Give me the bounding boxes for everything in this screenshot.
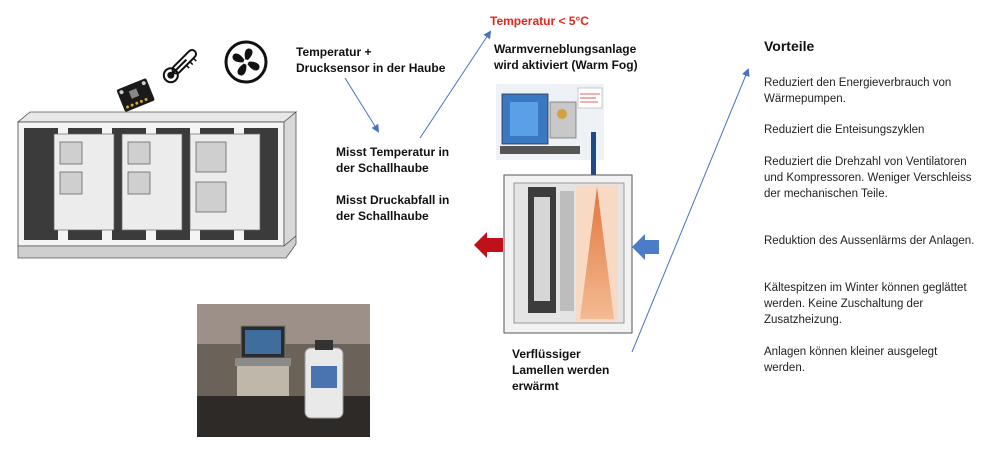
lab-setup-photo bbox=[197, 304, 370, 437]
threshold-label: Temperatur < 5°C bbox=[490, 14, 589, 28]
sensor-chip-icon bbox=[116, 78, 155, 112]
advantage-item: Reduziert den Energieverbrauch von Wärme… bbox=[764, 77, 952, 105]
enclosure-cross-section-image bbox=[503, 174, 633, 334]
advantage-item: Reduziert die Drehzahl von Ventilatoren … bbox=[764, 156, 972, 200]
fan-icon bbox=[224, 40, 268, 84]
sensor-label: Temperatur + Drucksensor in der Haube bbox=[296, 45, 446, 75]
condenser-label: Verflüssiger Lamellen werden erwärmt bbox=[512, 347, 610, 393]
heat-pump-enclosure-image bbox=[16, 111, 298, 259]
fog-activation-label: Warmverneblungsanlage wird aktiviert (Wa… bbox=[494, 42, 638, 72]
arrow-measure-to-threshold bbox=[419, 30, 492, 139]
advantage-item: Kältespitzen im Winter können geglättet … bbox=[764, 282, 967, 326]
blue-arrow-left bbox=[632, 234, 659, 260]
red-arrow-left bbox=[474, 232, 503, 258]
advantage-item: Reduktion des Aussenlärms der Anlagen. bbox=[764, 235, 975, 247]
fog-pipe bbox=[591, 132, 596, 180]
advantage-item: Anlagen können kleiner ausgelegt werden. bbox=[764, 346, 938, 374]
arrow-sensor-to-measure bbox=[344, 77, 380, 133]
fog-system-photo bbox=[496, 84, 604, 160]
measure-temperature-label: Misst Temperatur in der Schallhaube bbox=[336, 145, 450, 175]
thermometer-icon bbox=[162, 48, 198, 84]
advantages-title: Vorteile bbox=[764, 38, 815, 54]
measure-pressure-label: Misst Druckabfall in der Schallhaube bbox=[336, 193, 450, 223]
arrow-condenser-to-advantages bbox=[631, 68, 750, 353]
advantage-item: Reduziert die Enteisungszyklen bbox=[764, 124, 925, 136]
